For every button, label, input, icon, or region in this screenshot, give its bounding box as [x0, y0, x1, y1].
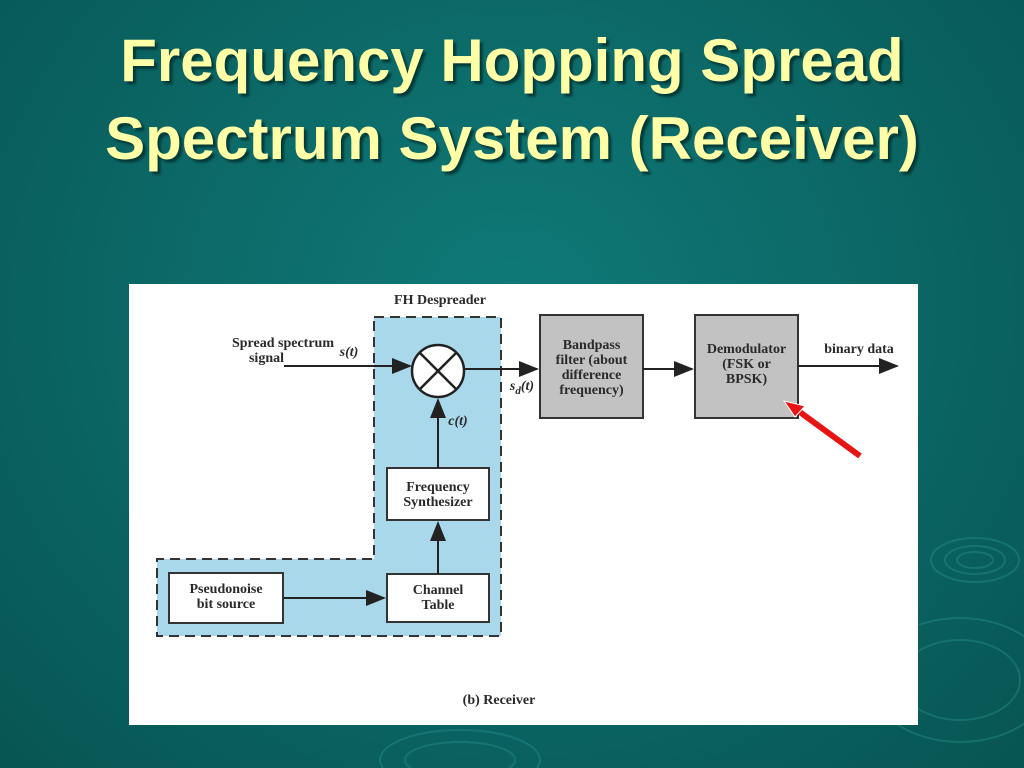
receiver-diagram: FH Despreader Spread spectrum signal s(t…	[129, 284, 918, 725]
demodulator-label: Demodulator (FSK or BPSK)	[695, 342, 798, 387]
despreader-label: FH Despreader	[394, 293, 486, 308]
carrier-symbol: c(t)	[448, 414, 468, 429]
annotation-arrow	[782, 400, 862, 459]
input-label-line-1: Spread spectrum	[231, 336, 334, 351]
synthesizer-label: Frequency Synthesizer	[387, 480, 489, 510]
title-line-2: Spectrum System (Receiver)	[105, 105, 919, 172]
pn-source-line-2: bit source	[196, 597, 256, 612]
input-symbol: s(t)	[339, 345, 359, 360]
mixer-output-subscript: d	[515, 384, 521, 397]
channel-table-label: Channel Table	[387, 583, 489, 613]
input-label: Spread spectrum signal	[184, 336, 334, 366]
synthesizer-line-2: Synthesizer	[403, 495, 473, 510]
slide-title: Frequency Hopping Spread Spectrum System…	[0, 22, 1024, 178]
mixer-output-symbol: sd(t)	[502, 379, 542, 399]
bandpass-block	[539, 314, 644, 419]
demodulator-block	[694, 314, 799, 419]
channel-table-line-2: Table	[421, 598, 455, 613]
demodulator-line-1: Demodulator	[706, 342, 787, 357]
demodulator-line-3: BPSK)	[725, 372, 768, 387]
demodulator-line-2: (FSK or	[722, 357, 771, 372]
synthesizer-line-1: Frequency	[406, 480, 470, 495]
diagram-graphics	[156, 314, 899, 637]
synthesizer-block	[386, 467, 490, 521]
pn-source-line-1: Pseudonoise	[189, 582, 263, 597]
input-label-line-2: signal	[248, 351, 284, 366]
output-label: binary data	[824, 342, 894, 357]
bandpass-line-3: difference	[561, 368, 622, 383]
despreader-region	[156, 316, 502, 637]
bandpass-label: Bandpass filter (about difference freque…	[540, 338, 643, 398]
mixer-output-suffix: (t)	[520, 379, 535, 394]
mixer-icon	[410, 343, 466, 399]
bandpass-line-1: Bandpass	[562, 338, 621, 353]
pn-source-block	[168, 572, 284, 624]
channel-table-block	[386, 573, 490, 623]
bandpass-line-4: frequency)	[559, 383, 624, 398]
mixer-output-s: s	[509, 379, 516, 394]
title-line-1: Frequency Hopping Spread	[120, 27, 904, 94]
bandpass-line-2: filter (about	[555, 353, 628, 368]
figure-caption: (b) Receiver	[462, 693, 536, 708]
channel-table-line-1: Channel	[412, 583, 464, 598]
pn-source-label: Pseudonoise bit source	[169, 582, 283, 612]
